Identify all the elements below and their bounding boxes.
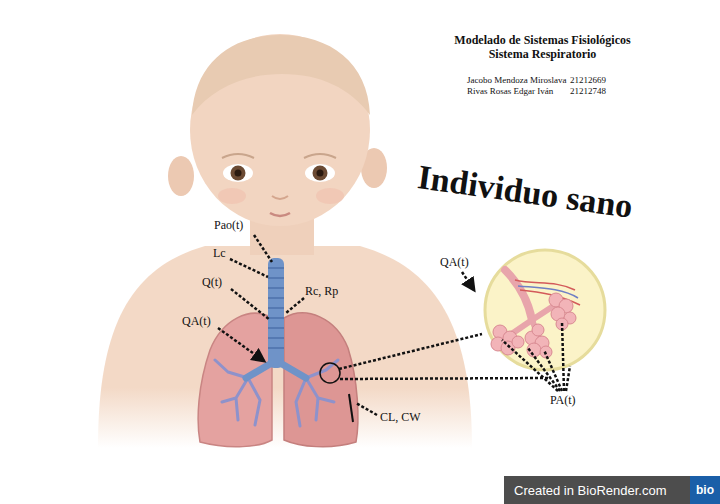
trachea-part [268, 258, 284, 368]
signal-label: QA(t) [182, 315, 211, 329]
logo-box: bio [690, 476, 720, 504]
parameter-label: Lc [213, 247, 226, 261]
baby-head-part [304, 154, 336, 158]
leader-lines [218, 235, 570, 415]
student-id: 21212669 [570, 75, 606, 85]
lungs-part [198, 313, 272, 446]
leader-lines-part [254, 235, 272, 262]
signal-label: PA(t) [550, 394, 576, 408]
alveoli-inset-part-part [532, 324, 544, 336]
credit-text: Created in BioRender.com [514, 483, 666, 498]
body-torso [98, 205, 472, 448]
logo-text: bio [696, 483, 714, 497]
trachea-part [246, 364, 306, 378]
leader-lines-part [462, 272, 474, 290]
baby-head-part [313, 166, 328, 181]
bronchial-tree [215, 360, 338, 426]
leader-lines-part [286, 298, 304, 313]
baby-head-part [222, 154, 254, 158]
parameter-label: CL, CW [380, 411, 421, 425]
subject-heading: Individuo sano [415, 157, 635, 226]
diagram-title: Modelado de Sistemas Fisiológicos Sistem… [435, 34, 650, 62]
baby-head [168, 34, 387, 226]
body-torso-part [98, 246, 472, 448]
trachea [246, 258, 306, 378]
leader-lines-part [339, 334, 482, 369]
alveoli-inset-part [518, 286, 578, 298]
baby-head-part [272, 196, 288, 199]
signal-label: QA(t) [440, 256, 469, 270]
signal-label: Pao(t) [214, 219, 243, 233]
baby-head-part [168, 156, 194, 196]
alveoli-inset-part [505, 270, 532, 320]
leader-lines-part [218, 328, 264, 361]
baby-head-part [218, 188, 246, 204]
baby-head-part [317, 170, 324, 177]
credit-badge: Created in BioRender.com bio [504, 476, 720, 504]
baby-head-part [305, 164, 335, 182]
baby-head-part [231, 166, 246, 181]
baby-head-part [235, 170, 242, 177]
leader-lines-part [566, 366, 570, 391]
student-id: 21212748 [570, 86, 606, 96]
leader-lines-part [502, 340, 558, 391]
leader-lines-part [544, 350, 562, 391]
leader-lines-part [356, 403, 377, 415]
leader-lines-part [528, 348, 560, 391]
baby-head-part [192, 35, 370, 115]
baby-head-part [270, 213, 290, 216]
signal-label: Q(t) [202, 276, 222, 290]
leader-lines-part [230, 259, 268, 277]
baby-head-part [190, 34, 370, 226]
author-name: Rivas Rosas Edgar Iván [467, 86, 553, 96]
leader-lines-part [340, 378, 548, 379]
parameter-label: Rc, Rp [305, 285, 338, 299]
leader-lines-part [231, 289, 270, 320]
zoom-circle [320, 363, 340, 383]
alveoli-inset-part-part [512, 336, 524, 348]
wall-marker [349, 394, 353, 422]
baby-head-part [223, 164, 253, 182]
author-name: Jacobo Mendoza Miroslava [467, 75, 566, 85]
baby-head-part [316, 188, 344, 204]
trachea-part [268, 268, 284, 348]
leader-lines-part [562, 322, 564, 391]
